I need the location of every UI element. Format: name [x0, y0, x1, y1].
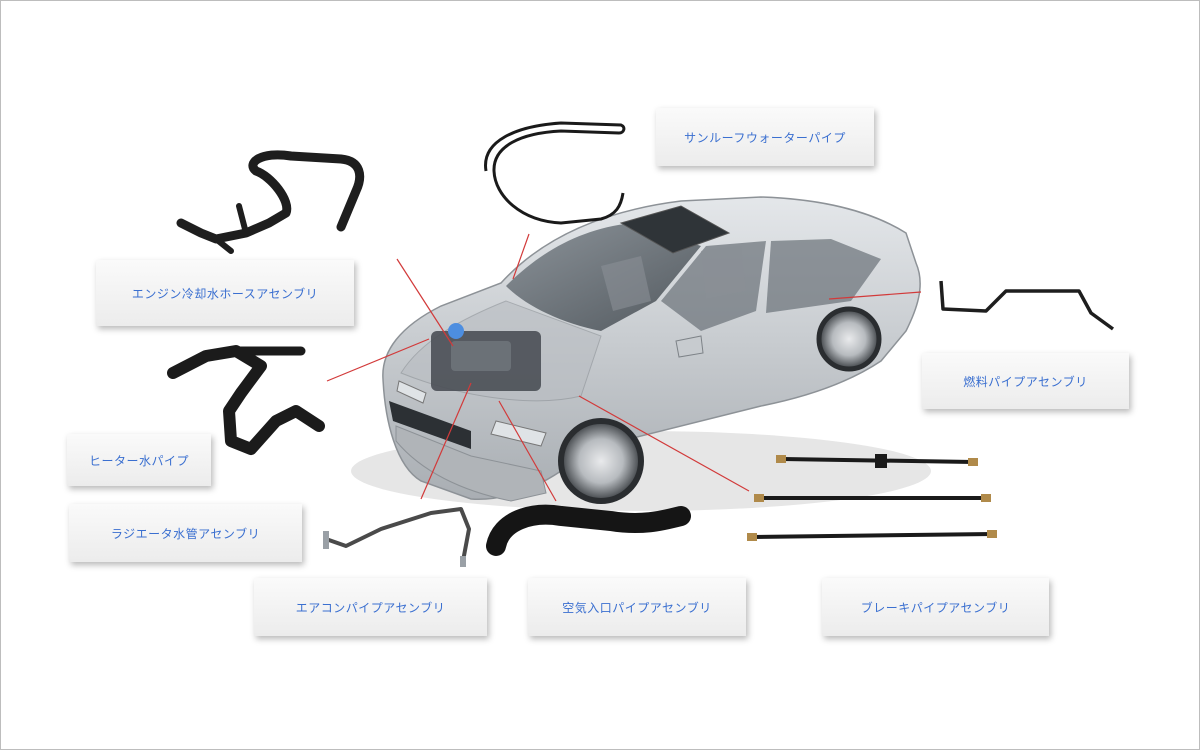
label-air-intake-pipe-text: 空気入口パイプアセンブリ	[562, 600, 712, 615]
label-fuel-pipe-text: 燃料パイプアセンブリ	[963, 374, 1088, 389]
label-ac-pipe: エアコンパイプアセンブリ	[254, 578, 487, 636]
brake-pipe-fitting-1b	[968, 458, 978, 466]
label-radiator-water-pipe: ラジエータ水管アセンブリ	[69, 504, 302, 562]
brake-pipe-fitting-3b	[987, 530, 997, 538]
label-ac-pipe-text: エアコンパイプアセンブリ	[295, 600, 446, 615]
leader-radiator	[420, 382, 472, 500]
leader-lines	[326, 233, 922, 502]
brake-pipe-fitting-2a	[754, 494, 764, 502]
part-ac-pipe	[325, 507, 471, 562]
label-fuel-pipe: 燃料パイプアセンブリ	[922, 353, 1129, 409]
brake-pipe-1-clamp	[875, 454, 887, 468]
car-wheel-front	[558, 418, 644, 504]
label-air-intake-pipe: 空気入口パイプアセンブリ	[528, 578, 746, 636]
car-illustration	[351, 196, 931, 511]
part-engine-coolant-hose	[176, 150, 365, 244]
car-grille	[389, 401, 471, 449]
label-brake-pipe: ブレーキパイプアセンブリ	[822, 578, 1049, 636]
leader-engine-coolant	[396, 258, 454, 347]
car-seat	[601, 256, 651, 311]
car-headlight-left	[396, 380, 427, 404]
label-sunroof-water-pipe: サンルーフウォーターパイプ	[656, 108, 874, 166]
part-brake-pipes	[747, 454, 997, 541]
part-engine-coolant-hose-branch	[213, 203, 249, 254]
leader-air-intake	[498, 400, 557, 502]
car-sunroof	[619, 205, 731, 254]
brake-pipe-fitting-1a	[776, 455, 786, 463]
label-heater-water-pipe: ヒーター水パイプ	[67, 434, 211, 486]
car-bumper	[395, 425, 547, 502]
label-radiator-water-pipe-text: ラジエータ水管アセンブリ	[110, 526, 261, 541]
car-headlight-right	[490, 420, 547, 447]
part-heater-water-pipe	[167, 345, 325, 455]
label-engine-coolant-hose: エンジン冷却水ホースアセンブリ	[96, 260, 354, 326]
brake-pipe-fitting-2b	[981, 494, 991, 502]
car-engine-cover	[451, 341, 511, 371]
car-windshield	[506, 223, 701, 331]
label-engine-coolant-hose-text: エンジン冷却水ホースアセンブリ	[131, 286, 319, 301]
label-sunroof-water-pipe-text: サンルーフウォーターパイプ	[684, 130, 846, 145]
car-seat-rear	[701, 246, 746, 299]
car-mirror	[675, 335, 704, 358]
car-coolant-cap	[448, 323, 464, 339]
car-side-window-rear	[766, 239, 881, 313]
leader-brake	[578, 395, 750, 492]
label-brake-pipe-text: ブレーキパイプアセンブリ	[860, 600, 1011, 615]
part-fuel-pipe	[939, 280, 1115, 331]
part-air-intake-pipe	[486, 504, 691, 556]
leader-fuel	[828, 291, 922, 300]
car-wheel-rear	[816, 306, 882, 372]
part-ac-pipe-fitting	[323, 531, 466, 567]
brake-pipe-3	[752, 532, 994, 539]
leader-heater	[326, 338, 430, 382]
brake-pipe-fitting-3a	[747, 533, 757, 541]
leader-sunroof	[512, 233, 530, 280]
part-sunroof-water-pipe	[484, 121, 626, 225]
label-heater-water-pipe-text: ヒーター水パイプ	[88, 453, 189, 468]
